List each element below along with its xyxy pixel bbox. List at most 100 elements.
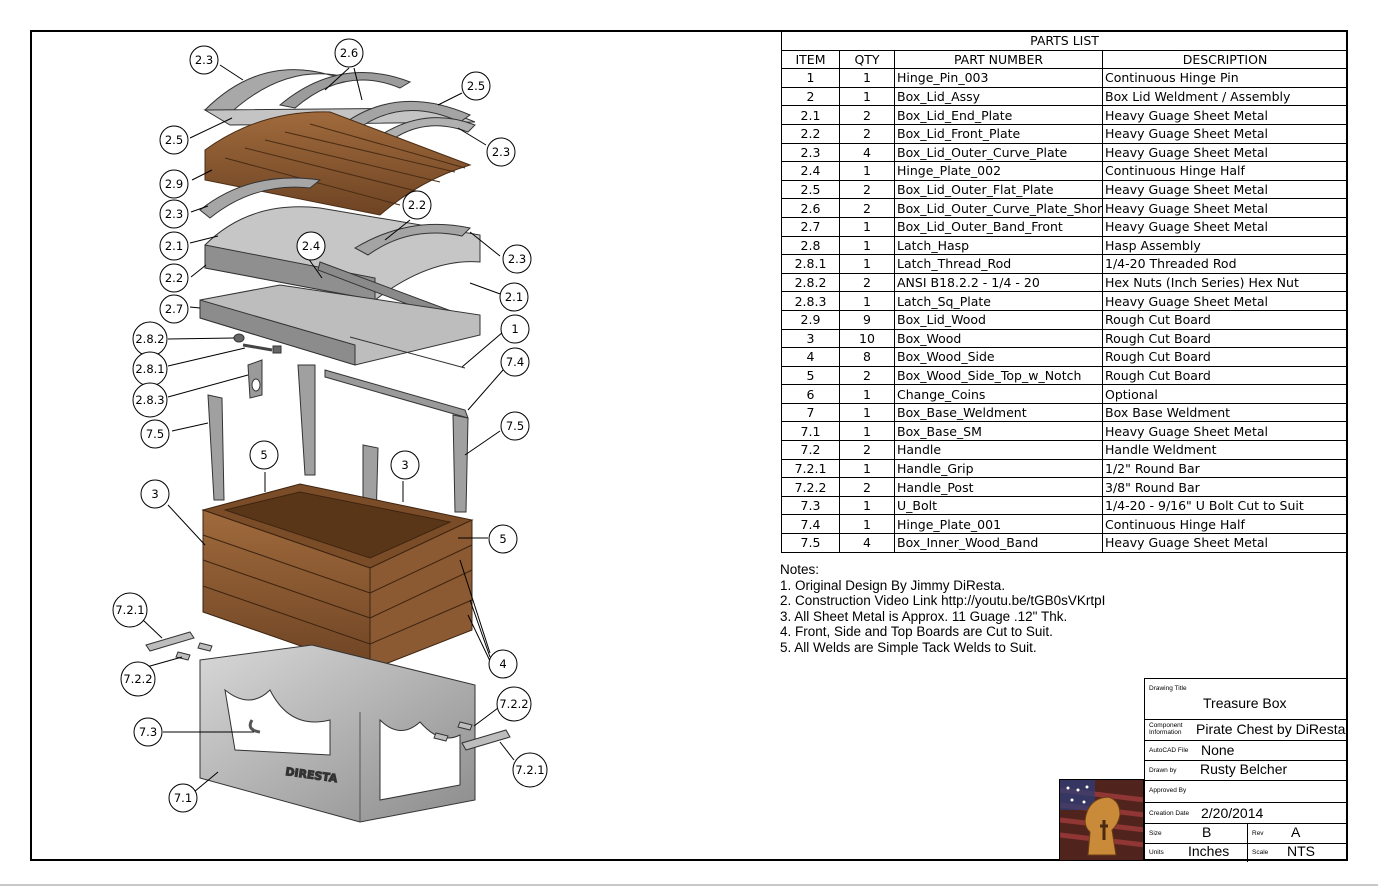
hinge-and-hasp-parts — [207, 333, 469, 561]
note-item: 1. Original Design By Jimmy DiResta. — [780, 577, 1006, 593]
cell-item: 7.5 — [781, 533, 840, 553]
cell-part-number: Hinge_Plate_001 — [894, 514, 1103, 535]
title-block-row-size-rev: Size B Rev A — [1145, 823, 1347, 844]
title-block-divider — [1247, 823, 1248, 843]
cell-qty: 1 — [839, 216, 895, 237]
cell-qty: 2 — [839, 272, 895, 293]
cell-qty: 1 — [839, 458, 895, 479]
cell-qty: 2 — [839, 123, 895, 144]
cell-qty: 2 — [839, 105, 895, 125]
handle-parts — [145, 631, 511, 751]
label-approved-by: Approved By — [1149, 787, 1187, 794]
cell-part-number: Hinge_Plate_002 — [894, 161, 1103, 181]
note-item: 4. Front, Side and Top Boards are Cut to… — [780, 624, 1053, 640]
title-block-row-autocad: AutoCAD File None — [1145, 740, 1347, 761]
parts-list-table: PARTS LIST ITEM QTY PART NUMBER DESCRIPT… — [780, 31, 1349, 553]
cell-description: Rough Cut Board — [1101, 328, 1349, 349]
callout-2-2: 2.2 — [165, 271, 183, 285]
label-size: Size — [1149, 830, 1162, 837]
cell-description: Handle Weldment — [1101, 440, 1349, 460]
callout-2-8-3: 2.8.3 — [135, 393, 164, 407]
callout-2-5: 2.5 — [467, 79, 485, 93]
cell-part-number: Handle_Grip — [894, 458, 1103, 479]
callout-7-2-2: 7.2.2 — [123, 672, 152, 686]
cell-qty: 2 — [839, 477, 895, 497]
cell-item: 2.3 — [781, 142, 840, 163]
cell-item: 2.8 — [781, 235, 840, 256]
label-creation-date: Creation Date — [1149, 810, 1190, 817]
parts-list-title: PARTS LIST — [780, 31, 1349, 51]
cell-description: Continuous Hinge Half — [1101, 514, 1349, 535]
callout-5: 5 — [499, 532, 506, 546]
cell-qty: 9 — [839, 309, 895, 330]
cell-description: Heavy Guage Sheet Metal — [1101, 179, 1349, 200]
scale-value: NTS — [1287, 843, 1315, 859]
callout-2-1: 2.1 — [505, 290, 523, 304]
title-block-row-drawing-title: Drawing Title Treasure Box — [1145, 679, 1347, 720]
chess-knight-flag-logo — [1059, 779, 1144, 861]
cell-qty: 2 — [839, 440, 895, 460]
note-item: 3. All Sheet Metal is Approx. 11 Guage .… — [780, 608, 1068, 624]
cell-qty: 4 — [839, 142, 895, 163]
cell-qty: 1 — [839, 514, 895, 535]
cell-item: 6 — [781, 384, 840, 404]
rev-value: A — [1291, 824, 1301, 840]
cell-part-number: Box_Lid_Outer_Curve_Plate_Short — [894, 198, 1103, 218]
callout-7-1: 7.1 — [174, 791, 192, 805]
logo-image — [1060, 780, 1143, 860]
callout-2-9: 2.9 — [165, 177, 183, 191]
cell-qty: 1 — [839, 161, 895, 181]
cell-part-number: Box_Lid_Outer_Curve_Plate — [894, 142, 1103, 163]
callout-7-4: 7.4 — [506, 355, 524, 369]
cell-qty: 1 — [839, 254, 895, 274]
callout-7-5: 7.5 — [146, 427, 164, 441]
callout-2-1: 2.1 — [165, 239, 183, 253]
cell-description: Continuous Hinge Pin — [1101, 68, 1349, 88]
cell-item: 2.4 — [781, 161, 840, 181]
metal-base: DIRESTA — [199, 644, 476, 823]
cell-description: Box Lid Weldment / Assembly — [1101, 86, 1349, 107]
cell-description: Box Base Weldment — [1101, 402, 1349, 423]
cell-part-number: Box_Inner_Wood_Band — [894, 533, 1103, 553]
callout-7-2-1: 7.2.1 — [515, 763, 544, 777]
wood-box — [201, 483, 474, 671]
label-drawing-title: Drawing Title — [1149, 685, 1187, 692]
cell-description: Heavy Guage Sheet Metal — [1101, 105, 1349, 125]
cell-part-number: Latch_Hasp — [894, 235, 1103, 256]
cell-description: Continuous Hinge Half — [1101, 161, 1349, 181]
cell-item: 2.5 — [781, 179, 840, 200]
cell-description: 1/4-20 - 9/16" U Bolt Cut to Suit — [1101, 495, 1349, 516]
cell-description: 3/8" Round Bar — [1101, 477, 1349, 497]
cell-part-number: Box_Wood_Side_Top_w_Notch — [894, 365, 1103, 386]
cell-part-number: Handle — [894, 440, 1103, 460]
cell-description: Heavy Guage Sheet Metal — [1101, 216, 1349, 237]
cell-item: 7.2 — [781, 440, 840, 460]
exploded-assembly-drawing: DIRESTA — [112, 38, 548, 823]
cell-item: 2.9 — [781, 309, 840, 330]
cell-qty: 1 — [839, 421, 895, 442]
cell-qty: 2 — [839, 179, 895, 200]
cell-qty: 1 — [839, 402, 895, 423]
cell-qty: 8 — [839, 347, 895, 367]
callout-1: 1 — [511, 322, 518, 336]
cell-item: 2.8.3 — [781, 291, 840, 311]
cell-item: 4 — [781, 347, 840, 367]
cell-description: Heavy Guage Sheet Metal — [1101, 142, 1349, 163]
cell-item: 1 — [781, 68, 840, 88]
cell-description: Heavy Guage Sheet Metal — [1101, 198, 1349, 218]
title-block: Drawing Title Treasure Box Component Inf… — [1144, 678, 1348, 862]
label-autocad-file: AutoCAD File — [1149, 747, 1189, 754]
callout-2-5: 2.5 — [165, 133, 183, 147]
column-header-part-number: PART NUMBER — [894, 49, 1103, 70]
